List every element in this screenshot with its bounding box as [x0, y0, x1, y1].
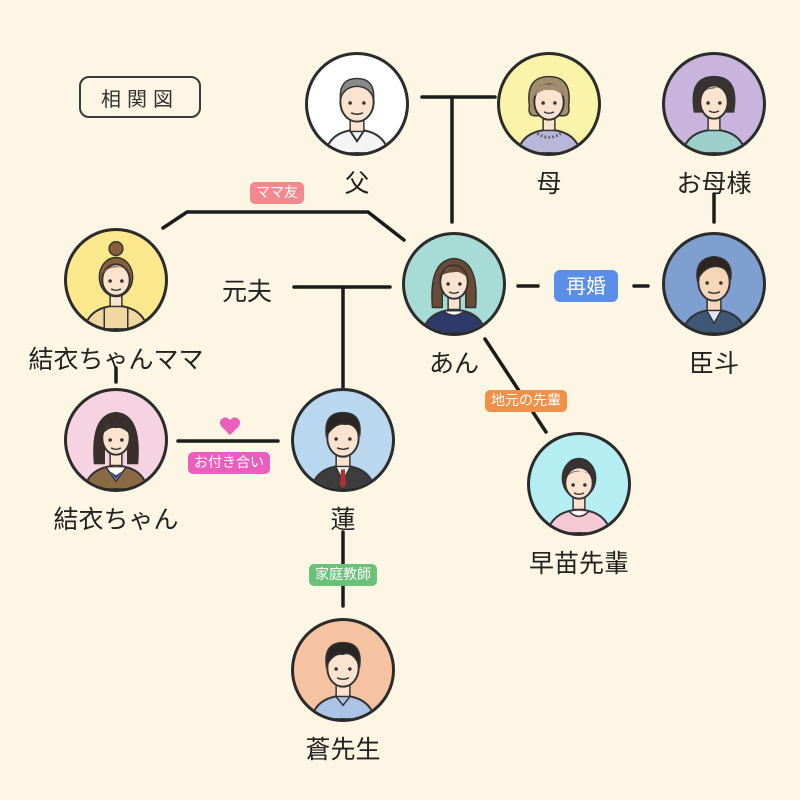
person-mother: 母	[497, 52, 601, 198]
yui-mama-avatar	[64, 228, 168, 332]
person-okasama: お母様	[662, 52, 766, 198]
person-ren: 蓮	[291, 388, 395, 534]
okasama-name: お母様	[676, 169, 752, 198]
okasama-avatar	[662, 52, 766, 156]
senpai-line	[483, 337, 548, 434]
yui-name: 結衣ちゃん	[53, 505, 179, 534]
an-name: あん	[428, 349, 480, 378]
diagram-title: 相関図	[79, 76, 201, 118]
father-avatar	[305, 52, 409, 156]
tutor-tag: 家庭教師	[309, 564, 377, 586]
person-an: あん	[402, 232, 506, 378]
omi-name: 臣斗	[688, 349, 740, 378]
an-avatar	[402, 232, 506, 336]
mamatomo-line	[161, 210, 406, 242]
mother-name: 母	[536, 169, 562, 198]
ren-avatar	[291, 388, 395, 492]
ao-name: 蒼先生	[305, 735, 381, 764]
omi-avatar	[662, 232, 766, 336]
person-yui-mama: 結衣ちゃんママ	[28, 228, 204, 374]
sanae-name: 早苗先輩	[528, 549, 630, 578]
person-omi: 臣斗	[662, 232, 766, 378]
sanae-avatar	[527, 432, 631, 536]
heart-icon	[219, 417, 241, 436]
ren-name: 蓮	[330, 505, 356, 534]
ex-husband-label: 元夫	[222, 277, 273, 306]
person-yui: 結衣ちゃん	[53, 388, 179, 534]
dating-tag: お付き合い	[188, 452, 270, 474]
mother-avatar	[497, 52, 601, 156]
ao-avatar	[291, 618, 395, 722]
local-senpai-tag: 地元の先輩	[485, 390, 567, 412]
father-name: 父	[344, 169, 370, 198]
person-father: 父	[305, 52, 409, 198]
yui-avatar	[64, 388, 168, 492]
mama-tomo-tag: ママ友	[250, 182, 304, 204]
person-sanae: 早苗先輩	[527, 432, 631, 578]
yui-mama-name: 結衣ちゃんママ	[28, 345, 204, 374]
person-ao: 蒼先生	[291, 618, 395, 764]
remarriage-tag: 再婚	[554, 270, 618, 302]
